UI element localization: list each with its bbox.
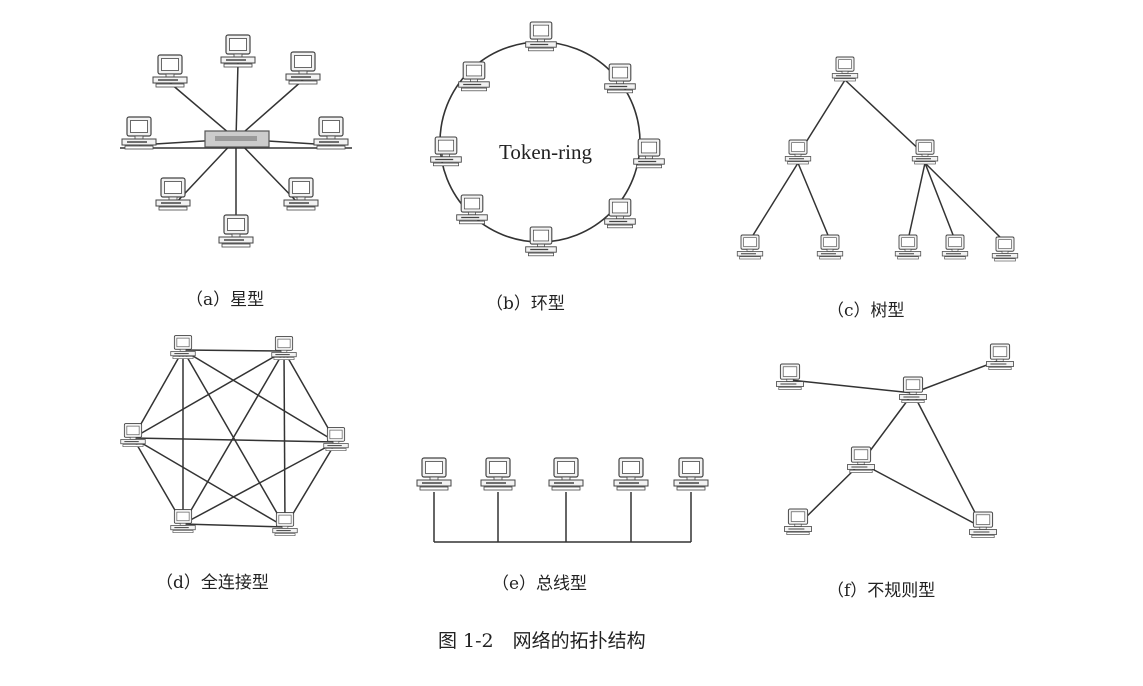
- computer-icon: [604, 198, 636, 229]
- irregular-link: [789, 379, 914, 394]
- computer-icon: [271, 336, 297, 360]
- mesh-link: [132, 350, 285, 439]
- computer-icon: [985, 343, 1015, 370]
- caption-mesh: （d）全连接型: [156, 573, 269, 593]
- irregular-link: [912, 392, 984, 529]
- mesh-link: [182, 441, 337, 525]
- computer-icon: [220, 34, 256, 68]
- computer-icon: [416, 457, 452, 491]
- computer-icon: [170, 335, 196, 359]
- figure-caption: 图 1-2 网络的拓扑结构: [438, 630, 646, 652]
- computer-icon: [155, 177, 191, 211]
- mesh-link: [132, 437, 337, 443]
- irregular-link: [797, 462, 862, 526]
- mesh-link: [182, 350, 285, 525]
- tree-link: [907, 162, 926, 241]
- computer-icon: [120, 423, 146, 447]
- hub-icon: [204, 130, 270, 148]
- computer-icon: [170, 509, 196, 533]
- computer-icon: [816, 234, 844, 260]
- computer-icon: [968, 511, 998, 538]
- computer-icon: [991, 236, 1019, 262]
- computer-icon: [525, 21, 557, 52]
- computer-icon: [784, 139, 812, 165]
- computer-icon: [458, 61, 490, 92]
- mesh-link: [182, 523, 286, 528]
- computer-icon: [218, 214, 254, 248]
- computer-icon: [525, 226, 557, 257]
- caption-star: （a）星型: [186, 290, 265, 310]
- computer-icon: [775, 363, 805, 390]
- computer-icon: [313, 116, 349, 150]
- mesh-link: [283, 350, 286, 528]
- tree-link: [797, 162, 831, 241]
- computer-icon: [272, 512, 298, 536]
- mesh-link: [182, 349, 337, 443]
- computer-icon: [604, 63, 636, 94]
- mesh-link: [132, 349, 184, 439]
- computer-icon: [121, 116, 157, 150]
- computer-icon: [633, 138, 665, 169]
- token-ring-label: Token-ring: [499, 140, 593, 164]
- tree-link: [924, 162, 1006, 243]
- computer-icon: [283, 177, 319, 211]
- computer-icon: [430, 136, 462, 167]
- computer-icon: [323, 427, 349, 451]
- computer-icon: [846, 446, 876, 473]
- mesh-link: [182, 349, 286, 528]
- computer-icon: [894, 234, 922, 260]
- tree-link: [924, 162, 956, 241]
- computer-icon: [831, 56, 859, 82]
- computer-icon: [613, 457, 649, 491]
- node-layer: [120, 21, 1019, 538]
- computer-icon: [673, 457, 709, 491]
- tree-link: [749, 162, 799, 241]
- star-link: [235, 79, 304, 140]
- computer-icon: [152, 54, 188, 88]
- computer-icon: [941, 234, 969, 260]
- computer-icon: [898, 376, 928, 403]
- caption-ring: （b）环型: [486, 294, 565, 314]
- star-link: [235, 62, 239, 140]
- computer-icon: [480, 457, 516, 491]
- tree-link: [844, 79, 926, 156]
- computer-icon: [911, 139, 939, 165]
- irregular-link: [912, 359, 1001, 394]
- caption-tree: （c）树型: [827, 301, 905, 321]
- computer-icon: [548, 457, 584, 491]
- computer-icon: [736, 234, 764, 260]
- star-link: [169, 82, 237, 140]
- caption-bus: （e）总线型: [492, 574, 588, 594]
- caption-irregular: （f）不规则型: [827, 581, 936, 601]
- irregular-link: [860, 462, 984, 529]
- computer-icon: [285, 51, 321, 85]
- mesh-link: [182, 349, 285, 352]
- mesh-link: [283, 350, 337, 443]
- computer-icon: [456, 194, 488, 225]
- computer-icon: [783, 508, 813, 535]
- mesh-link: [132, 437, 286, 528]
